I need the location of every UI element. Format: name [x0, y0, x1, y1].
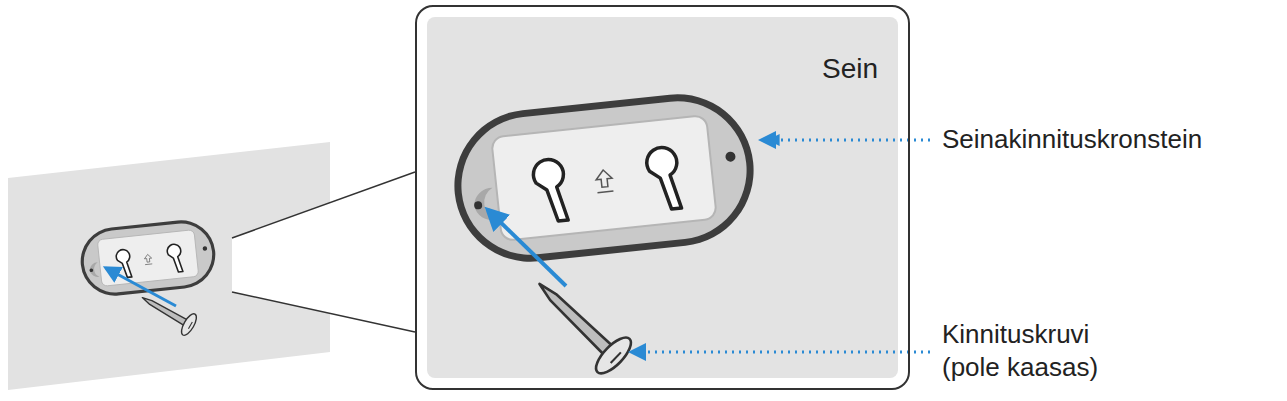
- insert-arrow: [488, 210, 566, 286]
- wall-ground: [427, 17, 898, 378]
- leader-head: [758, 131, 776, 149]
- zoom-line: [232, 292, 415, 332]
- zoom-panel: Sein: [415, 5, 910, 390]
- leader-line: [642, 351, 930, 354]
- wall-label: Sein: [822, 53, 878, 85]
- wall-bracket: [447, 87, 761, 270]
- zoom-wedge: [232, 172, 415, 332]
- leader-line: [770, 139, 930, 142]
- small-bracket: [77, 217, 218, 299]
- zoom-line: [232, 172, 415, 238]
- small-arrow: [106, 268, 176, 306]
- part-label: Kinnituskruvi (pole kaasas): [942, 318, 1122, 383]
- small-screw: [136, 287, 199, 337]
- leader-head: [628, 343, 646, 361]
- part-label: Seinakinnituskronstein: [942, 123, 1202, 156]
- screw: [523, 267, 636, 378]
